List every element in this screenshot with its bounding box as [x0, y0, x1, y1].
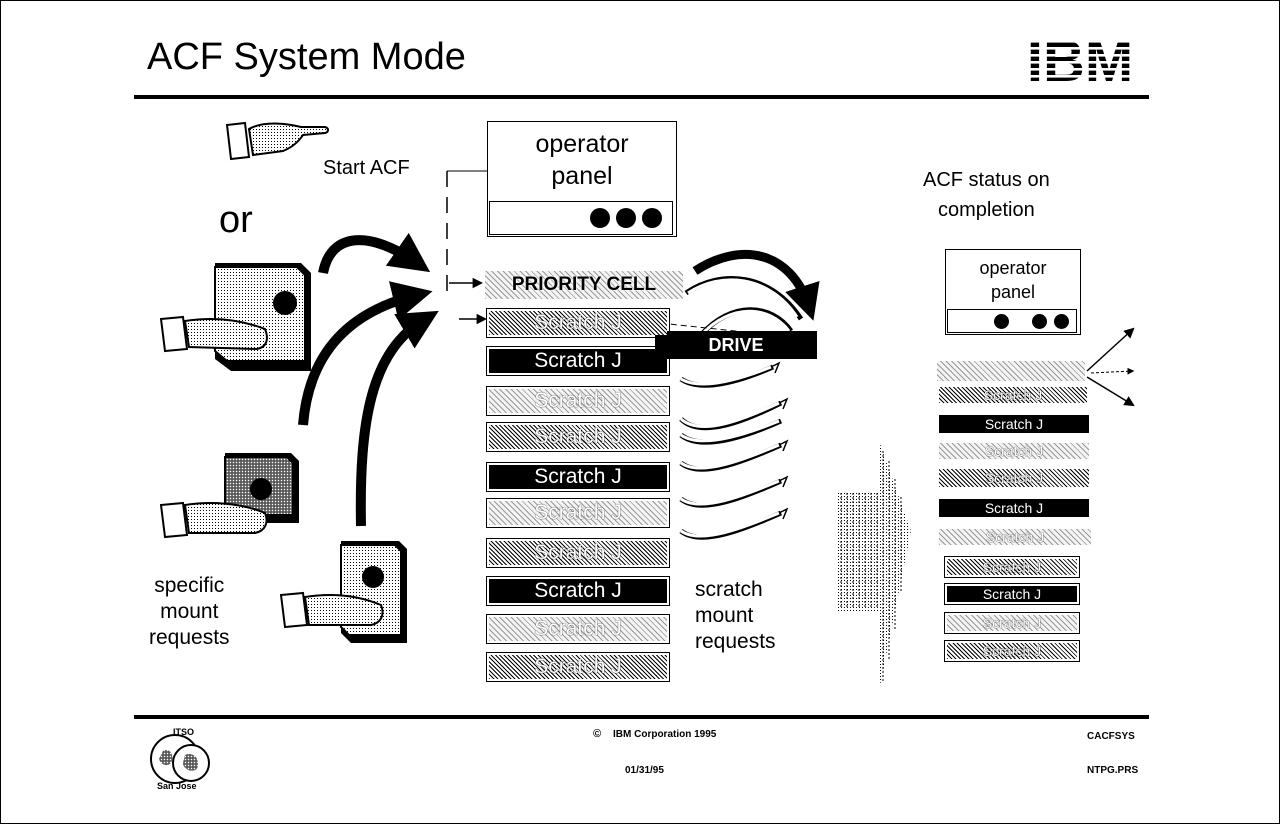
scratch-tape: Scratch J [944, 556, 1080, 578]
scratch-tape: Scratch J [939, 443, 1089, 459]
footer-doc-id: CACFSYS [1087, 731, 1135, 742]
operator-panel-controls [489, 201, 673, 235]
hand-card-icon [279, 541, 407, 643]
copyright-icon: © [593, 728, 602, 740]
scratch-tape: Scratch J [486, 386, 670, 416]
itso-logo [150, 734, 210, 784]
scratch-tape: Scratch J [939, 415, 1089, 433]
scratch-tape: Scratch J [486, 538, 670, 568]
indicator-light-icon [1032, 314, 1047, 329]
scratch-tape: Scratch J [486, 462, 670, 492]
status-operator-panel-label: operator panel [979, 258, 1047, 302]
scratch-tape: Scratch J [486, 498, 670, 528]
scratch-tape: Scratch J [939, 529, 1091, 545]
operator-panel-label: operator panel [535, 130, 629, 190]
scratch-tape: Scratch J [486, 652, 670, 682]
scratch-tape: Scratch J [944, 583, 1080, 605]
scratch-tape: Scratch J [486, 614, 670, 644]
hand-card-icon [159, 263, 311, 371]
footer-file: NTPG.PRS [1087, 765, 1139, 776]
scratch-tape: Scratch J [939, 469, 1089, 487]
scratch-tape: Scratch J [486, 308, 670, 338]
scratch-tape: Scratch J [944, 612, 1080, 634]
priority-cell: PRIORITY CELL [485, 271, 683, 299]
indicator-light-icon [590, 208, 610, 228]
itso-logo-text: ITSO [173, 727, 195, 737]
scratch-tape: Scratch J [486, 346, 670, 376]
drive: DRIVE [655, 331, 817, 359]
scratch-tape: Scratch J [939, 387, 1087, 403]
itso-logo-subtext: San Jose [157, 781, 197, 791]
pointing-hand-icon [225, 121, 329, 161]
ibm-logo: IBM [1013, 31, 1147, 87]
copyright-text: IBM Corporation 1995 [613, 729, 717, 740]
acf-status-label: ACF status on completion [923, 169, 1050, 221]
hand-card-icon [159, 453, 299, 539]
footer-rule [134, 715, 1149, 719]
specific-requests-label: specific mount requests [149, 574, 230, 649]
scratch-tape: Scratch J [486, 422, 670, 452]
start-acf-label: Start ACF [323, 157, 410, 179]
slide-title: ACF System Mode [147, 36, 466, 78]
or-label: or [219, 199, 253, 241]
indicator-light-icon [994, 314, 1009, 329]
indicator-light-icon [1054, 314, 1069, 329]
transition-arrow-icon [837, 441, 911, 691]
scratch-tape: Scratch J [486, 576, 670, 606]
footer-date: 01/31/95 [625, 765, 664, 776]
header-rule [134, 95, 1149, 99]
empty-priority-cell [937, 361, 1085, 381]
indicator-light-icon [642, 208, 662, 228]
indicator-light-icon [616, 208, 636, 228]
scratch-tape: Scratch J [944, 640, 1080, 662]
scratch-requests-label: scratch mount requests [695, 578, 776, 653]
status-operator-panel-controls [947, 309, 1077, 333]
scratch-tape: Scratch J [939, 499, 1089, 517]
